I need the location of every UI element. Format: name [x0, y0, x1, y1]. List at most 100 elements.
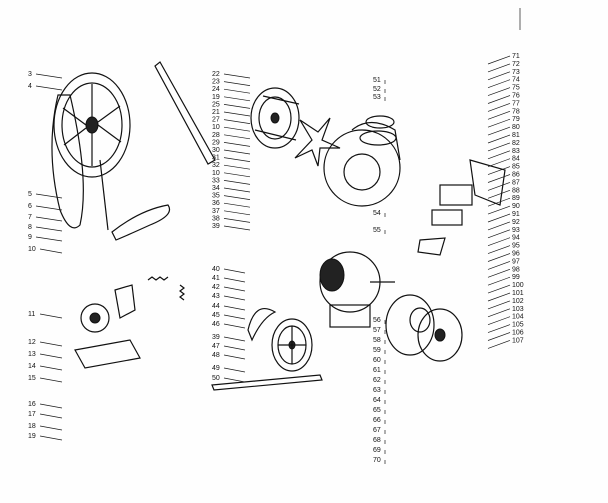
- part-label-39: 39: [212, 223, 220, 230]
- leader-line-94: [487, 237, 511, 247]
- leader-line-95: [487, 245, 511, 254]
- leader-line-74: [487, 79, 511, 89]
- part-label-86: 86: [512, 172, 520, 179]
- leader-line-40: [223, 268, 246, 274]
- control-box: [431, 159, 506, 226]
- part-label-84: 84: [512, 156, 520, 163]
- leader-line-42: [223, 286, 246, 292]
- part-label-105: 105: [512, 322, 524, 329]
- leader-line-104: [487, 316, 511, 326]
- leader-line-16: [39, 403, 63, 409]
- part-label-72: 72: [512, 61, 520, 68]
- part-label-41: 41: [212, 275, 220, 282]
- leader-line-88: [487, 189, 511, 199]
- leader-line-39: [223, 225, 251, 231]
- leader-line-19: [39, 435, 63, 441]
- leader-line-46: [223, 323, 246, 329]
- part-label-33: 33: [212, 177, 220, 184]
- part-label-21: 21: [212, 109, 220, 116]
- part-label-48: 48: [212, 352, 220, 359]
- part-label-28: 28: [212, 132, 220, 139]
- part-label-94: 94: [512, 235, 520, 242]
- motor-pulley: [271, 318, 313, 372]
- part-label-52: 52: [373, 86, 381, 93]
- part-label-9: 9: [28, 234, 32, 241]
- leader-line-25: [223, 104, 251, 109]
- leader-line-4: [35, 85, 63, 91]
- leader-line-17: [39, 413, 63, 419]
- part-label-77: 77: [512, 100, 520, 107]
- part-label-15: 15: [28, 375, 36, 382]
- leader-line-106: [487, 332, 511, 341]
- part-label-27: 27: [212, 117, 220, 124]
- leader-line-43: [223, 295, 246, 301]
- part-label-70: 70: [373, 457, 381, 464]
- part-label-97: 97: [512, 258, 520, 265]
- part-label-32: 32: [212, 162, 220, 169]
- leader-line-100: [487, 284, 511, 294]
- leader-line-33: [223, 180, 251, 185]
- part-label-30: 30: [212, 147, 220, 154]
- part-label-64: 64: [373, 397, 381, 404]
- part-label-82: 82: [512, 140, 520, 147]
- part-label-37: 37: [212, 208, 220, 215]
- part-label-46: 46: [212, 321, 220, 328]
- part-label-31: 31: [212, 155, 220, 162]
- part-label-40: 40: [212, 266, 220, 273]
- leader-line-12: [39, 341, 63, 347]
- small-motor: [80, 303, 110, 333]
- part-label-5: 5: [28, 191, 32, 198]
- leader-line-23: [223, 81, 251, 86]
- belt-rod: [99, 159, 109, 231]
- part-label-63: 63: [373, 387, 381, 394]
- leader-line-10: [223, 172, 251, 178]
- part-label-17: 17: [28, 411, 36, 418]
- part-label-11: 11: [28, 311, 35, 318]
- leader-line-86: [487, 174, 511, 183]
- part-number-labels: 3456789101112131415161718192223241925212…: [28, 53, 524, 464]
- leader-line-18: [39, 425, 63, 431]
- leader-line-91: [487, 213, 511, 223]
- connecting-rod: [211, 374, 323, 391]
- part-label-58: 58: [373, 337, 381, 344]
- leader-line-19: [223, 96, 251, 102]
- leader-line-92: [487, 221, 511, 231]
- leader-line-97: [487, 261, 511, 270]
- leader-line-13: [39, 353, 63, 359]
- leader-line-89: [487, 197, 511, 207]
- part-label-29: 29: [212, 139, 220, 146]
- part-label-45: 45: [212, 312, 220, 319]
- part-label-83: 83: [512, 148, 520, 155]
- part-label-42: 42: [212, 284, 220, 291]
- part-label-56: 56: [373, 317, 381, 324]
- leader-line-75: [487, 87, 511, 96]
- leader-line-11: [39, 313, 63, 319]
- belt-guard: [51, 94, 84, 229]
- leader-line-90: [487, 205, 511, 215]
- leader-line-98: [487, 268, 511, 278]
- part-label-55: 55: [373, 227, 381, 234]
- part-label-102: 102: [512, 298, 524, 305]
- part-label-51: 51: [373, 77, 381, 84]
- small-belt: [247, 308, 277, 342]
- leader-line-35: [223, 195, 251, 200]
- part-label-78: 78: [512, 108, 520, 115]
- part-label-16: 16: [28, 401, 36, 408]
- leader-line-50: [223, 377, 246, 383]
- part-label-3: 3: [28, 71, 32, 78]
- leader-line-105: [487, 324, 511, 333]
- leader-line-8: [35, 226, 63, 232]
- part-label-87: 87: [512, 179, 520, 186]
- part-label-49: 49: [212, 365, 220, 372]
- part-label-59: 59: [373, 347, 381, 354]
- part-label-85: 85: [512, 164, 520, 171]
- leader-line-41: [223, 277, 246, 283]
- leader-line-84: [487, 158, 511, 168]
- blower-housing: [323, 115, 401, 207]
- part-label-99: 99: [512, 274, 520, 281]
- fan-blades: [294, 117, 341, 167]
- part-label-79: 79: [512, 116, 520, 123]
- part-label-8: 8: [28, 224, 32, 231]
- part-label-73: 73: [512, 69, 520, 76]
